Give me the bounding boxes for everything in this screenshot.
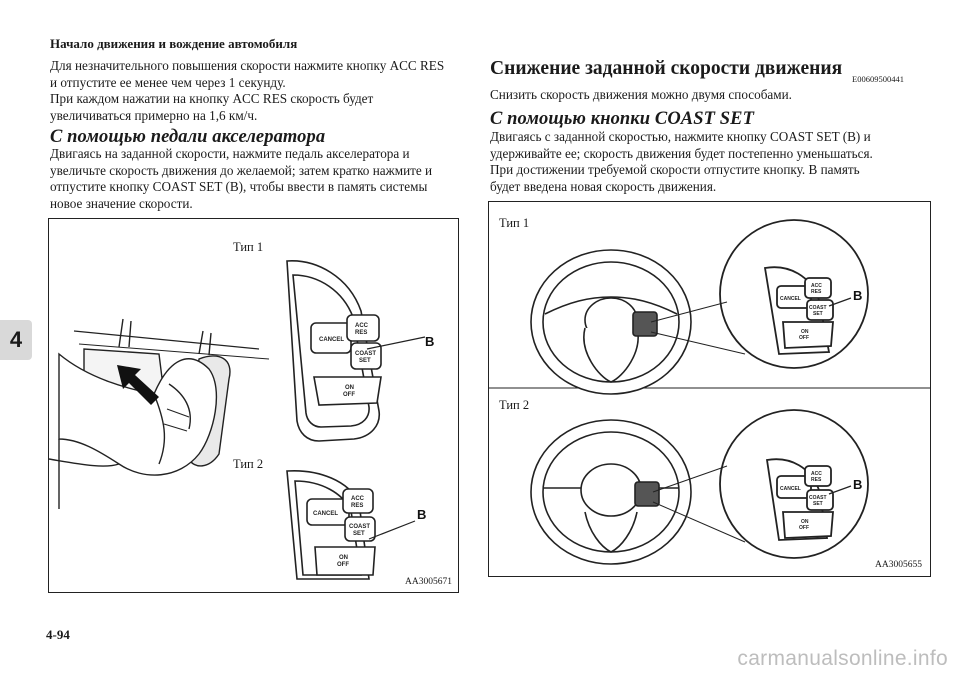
label-cancel-r-type1: CANCEL (780, 296, 801, 302)
label-cancel-type1: CANCEL (319, 337, 344, 343)
paragraph-accelerator: Двигаясь на заданной скорости, нажмите п… (50, 146, 433, 211)
chapter-tab: 4 (0, 320, 32, 360)
callout-b-r-type2: B (853, 477, 862, 492)
label-off-type2: OFF (337, 562, 349, 568)
figure-left-type2-label: Тип 2 (233, 457, 264, 471)
paragraph-acc-res: Для незначительного повышения скорости н… (50, 58, 445, 123)
figure-right-type1-label: Тип 1 (499, 216, 530, 230)
foot-on-pedal-illustration (49, 318, 270, 509)
label-coast-type1: COAST (355, 351, 376, 357)
section-heading-coast-set: С помощью кнопки COAST SET (490, 109, 754, 129)
steering-wheel-type2 (530, 419, 692, 565)
label-coast-r-type1: COAST (809, 305, 827, 311)
zoom-circle-type1 (719, 219, 869, 369)
callout-b-r-type1: B (853, 288, 862, 303)
label-acc-r-type2: ACC (811, 471, 822, 477)
running-header: Начало движения и вождение автомобиля (50, 36, 298, 51)
figure-left-type1-label: Тип 1 (233, 240, 264, 254)
press-arrow-icon (117, 365, 159, 405)
label-acc-r-type1: ACC (811, 283, 822, 289)
label-res-type1: RES (355, 330, 367, 336)
paragraph-coast-set: Двигаясь с заданной скоростью, нажмите к… (490, 129, 873, 194)
figure-left-illustration: CANCEL ACC RES COAST SET ON OFF B CANCEL… (49, 260, 434, 580)
label-res-type2: RES (351, 503, 363, 509)
label-coast-type2: COAST (349, 524, 370, 530)
paragraph-two-methods: Снизить скорость движения можно двумя сп… (490, 87, 792, 102)
callout-b-type1: B (425, 334, 434, 349)
label-coast-r-type2: COAST (809, 495, 827, 501)
callout-b-type2: B (417, 507, 426, 522)
label-res-r-type1: RES (811, 289, 822, 295)
label-cancel-r-type2: CANCEL (780, 486, 801, 492)
label-on-r-type1: ON (801, 329, 809, 335)
figure-right-code: AA3005655 (875, 560, 922, 570)
steering-wheel-type1 (530, 249, 692, 395)
label-off-type1: OFF (343, 392, 355, 398)
section-code: E00609500441 (852, 74, 904, 84)
label-set-r-type2: SET (813, 501, 823, 507)
figure-left: CANCEL ACC RES COAST SET ON OFF B CANCEL… (48, 218, 459, 593)
label-cancel-type2: CANCEL (313, 511, 338, 517)
figure-right-illustration: CANCEL ACC RES COAST SET ON OFF B CANCEL (489, 219, 930, 565)
section-heading-accelerator: С помощью педали акселератора (50, 127, 326, 147)
switch-panel-type1 (286, 260, 426, 442)
figure-right: CANCEL ACC RES COAST SET ON OFF B CANCEL (488, 201, 931, 577)
watermark: carmanualsonline.info (737, 647, 948, 670)
switch-panel-type2 (286, 470, 416, 580)
figure-left-code: AA3005671 (405, 577, 452, 587)
label-set-type2: SET (353, 531, 365, 537)
page-number: 4-94 (46, 627, 70, 642)
label-acc-type2: ACC (351, 496, 365, 502)
label-off-r-type1: OFF (799, 335, 809, 341)
label-off-r-type2: OFF (799, 525, 809, 531)
label-res-r-type2: RES (811, 477, 822, 483)
label-on-type1: ON (345, 385, 354, 391)
section-heading-decrease-speed: Снижение заданной скорости движения (490, 58, 843, 79)
label-set-r-type1: SET (813, 311, 823, 317)
label-acc-type1: ACC (355, 323, 369, 329)
figure-right-type2-label: Тип 2 (499, 398, 530, 412)
label-on-r-type2: ON (801, 519, 809, 525)
label-set-type1: SET (359, 358, 371, 364)
label-on-type2: ON (339, 555, 348, 561)
zoom-circle-type2 (719, 409, 869, 559)
